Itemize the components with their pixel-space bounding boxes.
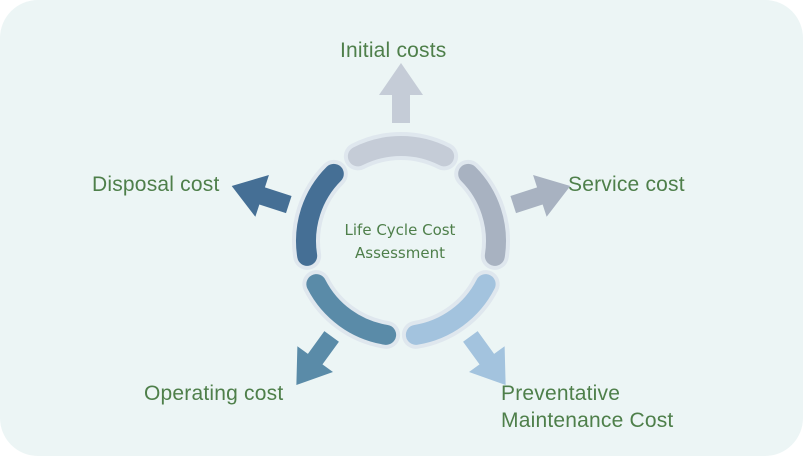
arrow-preventative-icon [463,331,506,386]
arc-segment-disposal [296,163,344,266]
label-preventative-line2: Maintenance Cost [501,409,674,432]
arrow-initial-icon [379,63,423,123]
label-operating-cost: Operating cost [144,382,284,405]
center-title: Life Cycle Cost Assessment [320,219,480,265]
arc-segment-preventative [405,274,496,345]
label-preventative-line1: Preventative [501,382,621,405]
label-service-cost: Service cost [568,173,685,196]
arc-segment-initial [347,136,455,167]
arc-segment-operating [306,274,397,345]
label-disposal-cost: Disposal cost [92,173,220,196]
center-title-line1: Life Cycle Cost [344,221,456,239]
arc-segment-service [458,163,506,266]
arrow-operating-icon [296,331,339,386]
label-initial-costs: Initial costs [340,39,447,62]
label-preventative-maintenance-cost: Preventative Maintenance Cost [501,380,673,434]
arrow-disposal-icon [231,174,292,217]
arrow-service-icon [510,174,571,217]
center-title-line2: Assessment [355,244,445,262]
